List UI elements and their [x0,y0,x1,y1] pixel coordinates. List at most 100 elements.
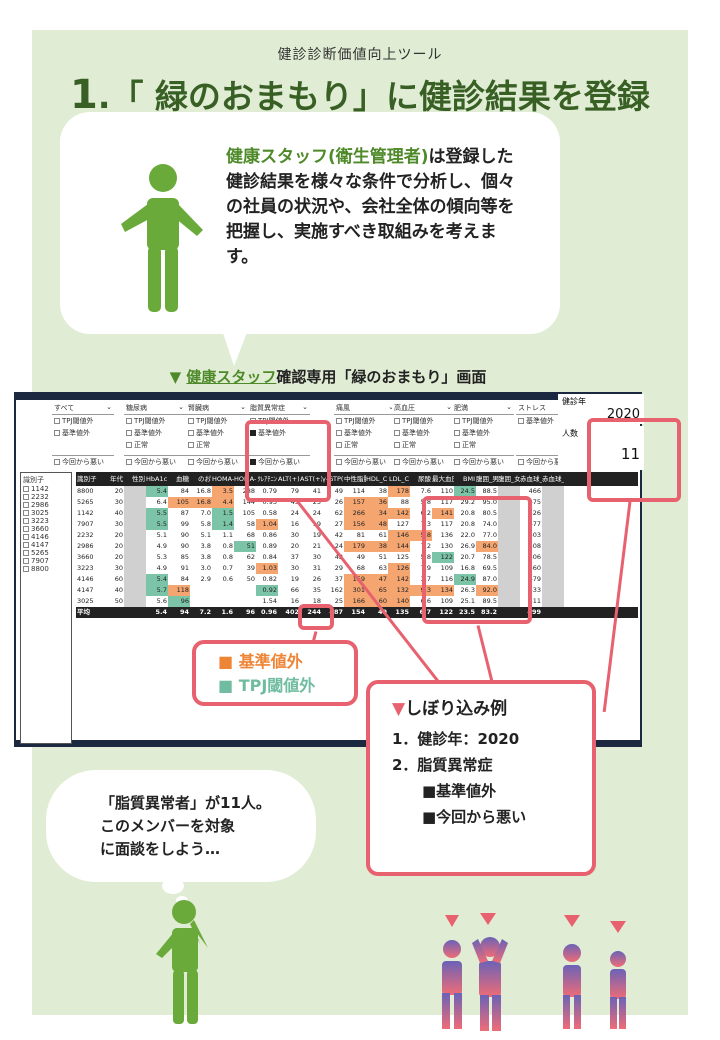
slicer-option[interactable]: 基準値外 [452,427,514,439]
checkbox[interactable] [454,442,460,448]
checkbox[interactable] [394,418,400,424]
checkbox[interactable] [54,459,60,465]
table-row[interactable]: 7907305.5995.81.4581.04161927156481277.3… [76,519,638,530]
slicer-footer-option[interactable]: 今回から悪い [186,455,248,468]
checkbox[interactable] [454,459,460,465]
checkbox[interactable] [188,442,194,448]
slicer-option[interactable]: 基準値外 [124,427,186,439]
id-option[interactable]: 7907 [23,557,69,565]
slicer-option[interactable]: 正常 [186,439,248,451]
chevron-down-icon[interactable]: ⌄ [240,403,246,411]
checkbox[interactable] [23,566,29,572]
slicer-3[interactable]: 脂質異常症⌄TPJ閾値外基準値外今回から悪い [248,402,310,468]
slicer-option[interactable]: 正常 [392,439,454,451]
slicer-option[interactable]: 正常 [452,439,514,451]
slicer-footer-option[interactable]: 今回から悪い [516,455,578,468]
checkbox[interactable] [23,558,29,564]
chevron-down-icon[interactable]: ⌄ [302,403,308,411]
checkbox[interactable] [336,430,342,436]
slicer-2[interactable]: 腎臓病⌄TPJ閾値外基準値外正常今回から悪い [186,402,248,468]
checkbox[interactable] [23,502,29,508]
slicer-option[interactable]: TPJ閾値外 [392,415,454,427]
id-option[interactable]: 2986 [23,501,69,509]
checkbox[interactable] [394,430,400,436]
slicer-option[interactable]: TPJ閾値外 [124,415,186,427]
checkbox[interactable] [188,418,194,424]
chevron-down-icon[interactable]: ⌄ [106,403,112,411]
chevron-down-icon[interactable]: ⌄ [506,403,512,411]
checkbox[interactable] [336,418,342,424]
id-option[interactable]: 2232 [23,493,69,501]
slicer-footer-option[interactable]: 今回から悪い [392,455,454,468]
slicer-option[interactable]: TPJ閾値外 [334,415,396,427]
checkbox[interactable] [394,442,400,448]
slicer-footer-option[interactable]: 今回から悪い [248,455,310,468]
slicer-option[interactable]: TPJ閾値外 [186,415,248,427]
slicer-1[interactable]: 糖尿病⌄TPJ閾値外基準値外正常今回から悪い [124,402,186,468]
checkbox[interactable] [250,430,256,436]
id-option[interactable]: 4146 [23,533,69,541]
checkbox[interactable] [23,486,29,492]
table-row[interactable]: 3660205.3853.80.8620.8437304249511255.81… [76,552,638,563]
checkbox[interactable] [126,430,132,436]
id-option[interactable]: 5265 [23,549,69,557]
slicer-footer-option[interactable]: 今回から悪い [334,455,396,468]
id-option[interactable]: 3660 [23,525,69,533]
checkbox[interactable] [23,510,29,516]
id-option[interactable]: 1142 [23,485,69,493]
checkbox[interactable] [518,459,524,465]
checkbox[interactable] [23,550,29,556]
checkbox[interactable] [23,526,29,532]
slicer-option[interactable]: 正常 [124,439,186,451]
slicer-option[interactable]: 正常 [334,439,396,451]
checkbox[interactable] [23,542,29,548]
checkbox[interactable] [126,442,132,448]
checkbox[interactable] [454,430,460,436]
id-option[interactable]: 3223 [23,517,69,525]
slicer-footer-option[interactable]: 今回から悪い [452,455,514,468]
checkbox[interactable] [23,494,29,500]
id-option[interactable]: 3025 [23,509,69,517]
slicer-option[interactable]: TPJ閾値外 [52,415,114,427]
slicer-footer-option[interactable]: 今回から悪い [52,455,114,468]
id-option[interactable]: 4147 [23,541,69,549]
slicer-6[interactable]: 肥満⌄TPJ閾値外基準値外正常今回から悪い [452,402,514,468]
checkbox[interactable] [336,442,342,448]
checkbox[interactable] [518,418,524,424]
slicer-option[interactable]: 基準値外 [186,427,248,439]
slicer-0[interactable]: すべて⌄TPJ閾値外基準値外今回から悪い [52,402,114,468]
checkbox[interactable] [336,459,342,465]
checkbox[interactable] [188,459,194,465]
slicer-option[interactable]: 基準値外 [516,415,578,427]
checkbox[interactable] [54,418,60,424]
slicer-option[interactable]: 基準値外 [334,427,396,439]
checkbox[interactable] [54,430,60,436]
table-footer[interactable]: 平均5.4947.21.6960.96402244487154491356.71… [76,607,638,618]
checkbox[interactable] [23,518,29,524]
slicer-footer-option[interactable]: 今回から悪い [124,455,186,468]
id-option[interactable]: 8800 [23,565,69,573]
checkbox[interactable] [23,534,29,540]
chevron-down-icon[interactable]: ⌄ [388,403,394,413]
slicer-option[interactable]: 基準値外 [392,427,454,439]
chevron-down-icon[interactable]: ⌄ [178,403,184,411]
checkbox[interactable] [394,459,400,465]
slicer-option[interactable]: 基準値外 [52,427,114,439]
slicer-5[interactable]: 高血圧⌄TPJ閾値外基準値外正常今回から悪い [392,402,454,468]
checkbox[interactable] [188,430,194,436]
checkbox[interactable] [126,459,132,465]
checkbox[interactable] [250,459,256,465]
checkbox[interactable] [126,418,132,424]
checkbox[interactable] [454,418,460,424]
slicer-option[interactable]: 基準値外 [248,427,310,439]
chevron-down-icon[interactable]: ⌄ [446,403,452,411]
